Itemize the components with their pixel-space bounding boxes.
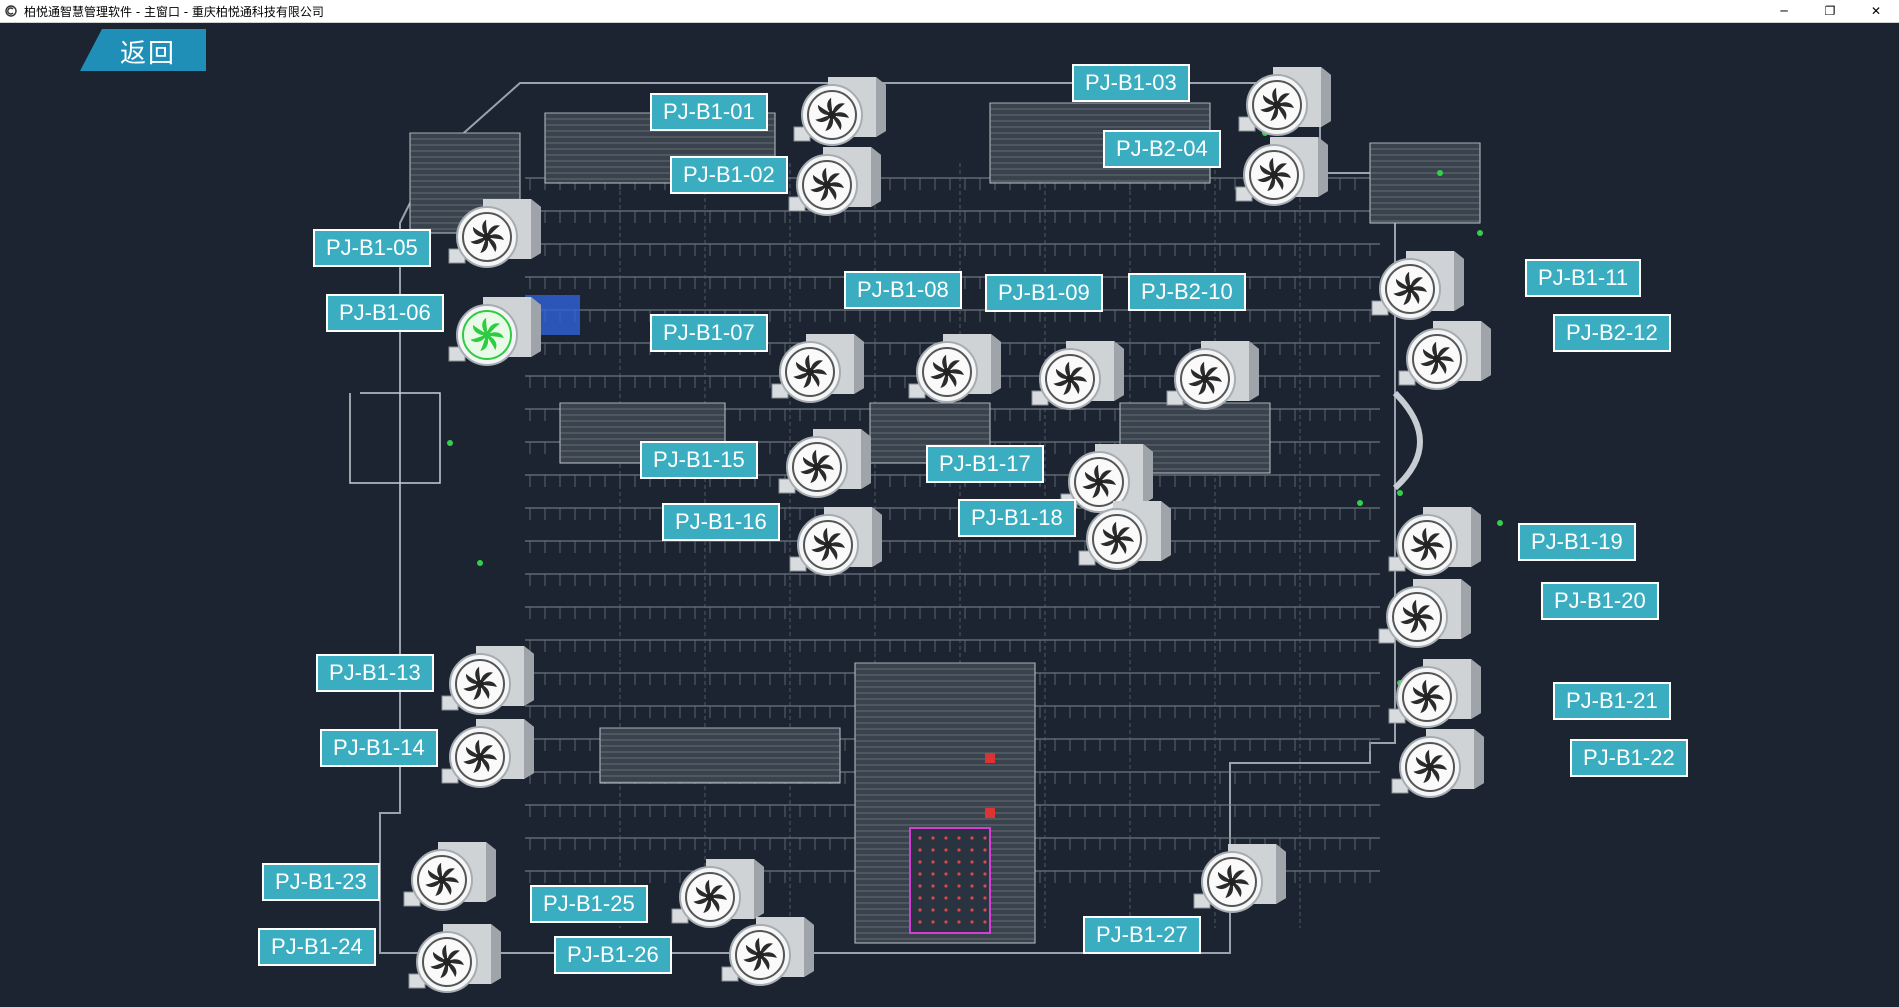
exhaust-fan-pj-b1-18[interactable]: [1075, 495, 1175, 579]
centrifugal-fan-icon: [441, 719, 534, 788]
centrifugal-fan-icon: [408, 924, 501, 993]
exhaust-fan-pj-b1-17[interactable]: [1057, 438, 1157, 522]
fan-tag-pj-b2-10[interactable]: PJ-B2-10: [1128, 273, 1246, 311]
centrifugal-fan-icon: [1193, 844, 1286, 913]
centrifugal-fan-icon: [789, 507, 882, 576]
back-button[interactable]: 返回: [80, 29, 206, 71]
fan-tag-pj-b1-17[interactable]: PJ-B1-17: [926, 445, 1044, 483]
centrifugal-fan-icon: [1388, 507, 1481, 576]
fan-tag-pj-b1-24[interactable]: PJ-B1-24: [258, 928, 376, 966]
fan-tag-pj-b1-23[interactable]: PJ-B1-23: [262, 863, 380, 901]
exhaust-fan-pj-b1-03[interactable]: [1235, 61, 1335, 145]
centrifugal-fan-icon: [441, 646, 534, 715]
app-logo-icon: [4, 4, 18, 18]
fan-tag-pj-b1-20[interactable]: PJ-B1-20: [1541, 582, 1659, 620]
fan-tag-pj-b1-21[interactable]: PJ-B1-21: [1553, 682, 1671, 720]
fan-tag-pj-b1-26[interactable]: PJ-B1-26: [554, 936, 672, 974]
fan-tag-pj-b1-02[interactable]: PJ-B1-02: [670, 156, 788, 194]
fan-tag-pj-b1-03[interactable]: PJ-B1-03: [1072, 64, 1190, 102]
exhaust-fan-pj-b1-15[interactable]: [775, 423, 875, 507]
centrifugal-fan-icon: [1031, 341, 1124, 410]
centrifugal-fan-icon: [721, 917, 814, 986]
exhaust-fan-pj-b1-13[interactable]: [438, 640, 538, 724]
exhaust-fan-pj-b1-24[interactable]: [405, 918, 505, 1002]
centrifugal-fan-icon: [1238, 67, 1331, 136]
centrifugal-fan-icon: [1378, 579, 1471, 648]
exhaust-fan-pj-b1-16[interactable]: [786, 501, 886, 585]
exhaust-fan-pj-b1-02[interactable]: [785, 141, 885, 225]
exhaust-fan-pj-b1-19[interactable]: [1385, 501, 1485, 585]
fan-tag-pj-b1-14[interactable]: PJ-B1-14: [320, 729, 438, 767]
fan-tag-pj-b1-16[interactable]: PJ-B1-16: [662, 503, 780, 541]
centrifugal-fan-icon: [1398, 321, 1491, 390]
exhaust-fan-pj-b1-09[interactable]: [1028, 335, 1128, 419]
exhaust-fan-pj-b1-06[interactable]: [445, 291, 545, 375]
centrifugal-fan-icon: [671, 859, 764, 928]
floor-plan-drawing: [349, 82, 1503, 954]
exhaust-fan-pj-b1-22[interactable]: [1388, 723, 1488, 807]
parking-floor-view: 返回: [0, 23, 1899, 1007]
exhaust-fan-pj-b1-20[interactable]: [1375, 573, 1475, 657]
fan-tag-pj-b2-04[interactable]: PJ-B2-04: [1103, 130, 1221, 168]
exhaust-fan-pj-b1-27[interactable]: [1190, 838, 1290, 922]
exhaust-fan-pj-b1-08[interactable]: [905, 328, 1005, 412]
centrifugal-fan-icon: [793, 77, 886, 146]
fan-tag-pj-b2-12[interactable]: PJ-B2-12: [1553, 314, 1671, 352]
close-button[interactable]: ✕: [1870, 4, 1882, 18]
centrifugal-fan-icon: [1060, 444, 1153, 513]
centrifugal-fan-icon: [788, 147, 881, 216]
centrifugal-fan-icon: [1371, 251, 1464, 320]
exhaust-fan-pj-b1-21[interactable]: [1385, 653, 1485, 737]
fan-tag-pj-b1-07[interactable]: PJ-B1-07: [650, 314, 768, 352]
fan-tag-pj-b1-15[interactable]: PJ-B1-15: [640, 441, 758, 479]
back-button-label: 返回: [120, 39, 177, 69]
window-title: 柏悦通智慧管理软件 - 主窗口 - 重庆柏悦通科技有限公司: [24, 4, 324, 19]
fan-tag-pj-b1-27[interactable]: PJ-B1-27: [1083, 916, 1201, 954]
fan-tag-pj-b1-25[interactable]: PJ-B1-25: [530, 885, 648, 923]
exhaust-fan-pj-b1-07[interactable]: [768, 328, 868, 412]
fan-tag-pj-b1-13[interactable]: PJ-B1-13: [316, 654, 434, 692]
exhaust-fan-pj-b1-23[interactable]: [400, 836, 500, 920]
centrifugal-fan-icon: [448, 297, 541, 366]
centrifugal-fan-icon: [403, 842, 496, 911]
centrifugal-fan-icon: [908, 334, 1001, 403]
centrifugal-fan-icon: [1235, 137, 1328, 206]
exhaust-fan-pj-b1-11[interactable]: [1368, 245, 1468, 329]
centrifugal-fan-icon: [1078, 501, 1171, 570]
fan-tag-pj-b1-11[interactable]: PJ-B1-11: [1525, 259, 1642, 297]
fan-tag-pj-b1-08[interactable]: PJ-B1-08: [844, 271, 962, 309]
fan-tag-pj-b1-05[interactable]: PJ-B1-05: [313, 229, 431, 267]
restore-button[interactable]: ❐: [1824, 4, 1836, 18]
exhaust-fan-pj-b1-05[interactable]: [445, 193, 545, 277]
exhaust-fan-pj-b1-14[interactable]: [438, 713, 538, 797]
exhaust-fan-pj-b2-04[interactable]: [1232, 131, 1332, 215]
fan-tag-pj-b1-06[interactable]: PJ-B1-06: [326, 294, 444, 332]
exhaust-fan-pj-b1-01[interactable]: [790, 71, 890, 155]
minimize-button[interactable]: ─: [1780, 4, 1788, 18]
fan-tag-pj-b1-18[interactable]: PJ-B1-18: [958, 499, 1076, 537]
centrifugal-fan-icon: [771, 334, 864, 403]
centrifugal-fan-icon: [1391, 729, 1484, 798]
centrifugal-fan-icon: [448, 199, 541, 268]
title-bar: 柏悦通智慧管理软件 - 主窗口 - 重庆柏悦通科技有限公司 ─ ❐ ✕: [0, 0, 1899, 23]
fan-tag-pj-b1-09[interactable]: PJ-B1-09: [985, 274, 1103, 312]
exhaust-fan-pj-b2-10[interactable]: [1163, 335, 1263, 419]
fan-tag-pj-b1-19[interactable]: PJ-B1-19: [1518, 523, 1636, 561]
exhaust-fan-pj-b1-25[interactable]: [668, 853, 768, 937]
centrifugal-fan-icon: [778, 429, 871, 498]
centrifugal-fan-icon: [1166, 341, 1259, 410]
centrifugal-fan-icon: [1388, 659, 1481, 728]
fan-tag-pj-b1-22[interactable]: PJ-B1-22: [1570, 739, 1688, 777]
exhaust-fan-pj-b2-12[interactable]: [1395, 315, 1495, 399]
fan-tag-pj-b1-01[interactable]: PJ-B1-01: [650, 93, 768, 131]
exhaust-fan-pj-b1-26[interactable]: [718, 911, 818, 995]
